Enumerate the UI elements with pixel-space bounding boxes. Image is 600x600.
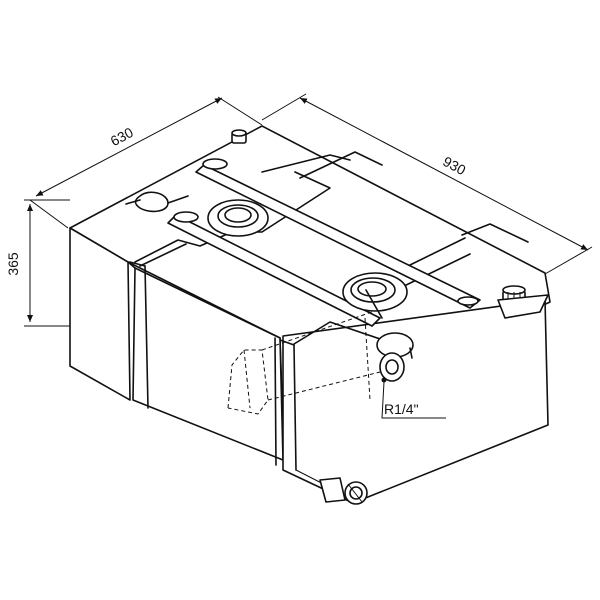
vent-fitting-top bbox=[231, 129, 247, 144]
filler-opening-right bbox=[342, 272, 408, 319]
dimension-365-label: 365 bbox=[5, 252, 21, 276]
hidden-internal-lines bbox=[227, 311, 381, 415]
fitting-callout: R1/4" bbox=[381, 381, 446, 419]
drain-fitting bbox=[319, 477, 368, 505]
right-end-bracket bbox=[497, 294, 549, 319]
mounting-strap-upper bbox=[195, 158, 481, 309]
tank-left-face bbox=[69, 227, 131, 401]
tank-body bbox=[69, 125, 551, 504]
side-fitting bbox=[376, 332, 414, 383]
dimension-365: 365 bbox=[5, 199, 70, 327]
filler-opening-left bbox=[207, 199, 269, 237]
fitting-callout-label: R1/4" bbox=[384, 401, 419, 417]
mounting-strap-lower bbox=[167, 211, 381, 327]
